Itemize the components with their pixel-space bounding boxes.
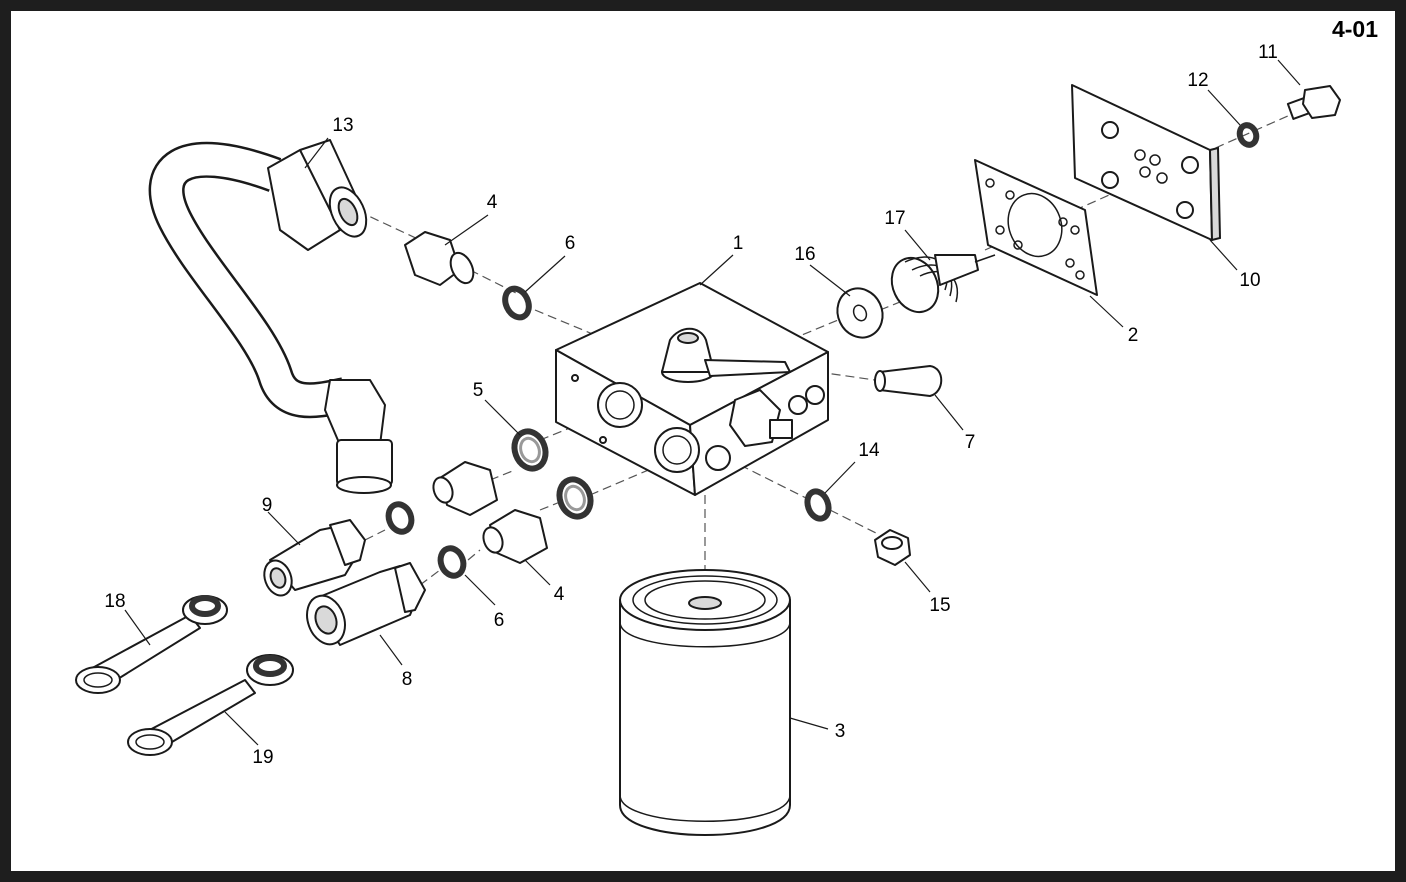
callout-5: 5 (473, 380, 484, 401)
callout-6-upper: 6 (565, 233, 576, 254)
part-12-lock-washer (1236, 122, 1260, 148)
callout-13: 13 (332, 115, 353, 136)
part-5-o-ring (511, 428, 549, 472)
callout-12: 12 (1187, 70, 1208, 91)
part-17-spring (890, 254, 996, 314)
part-11-bolt (1286, 85, 1341, 120)
part-2-gasket-plate (974, 159, 1098, 296)
part-4-upper-adapter (404, 231, 475, 286)
part-4-middle-adapter (432, 461, 498, 516)
part-6-small-washer (385, 501, 415, 535)
callout-16: 16 (794, 244, 815, 265)
callout-leader-lines (124, 59, 1301, 746)
part-14-washer (804, 488, 832, 522)
callout-7: 7 (965, 432, 976, 453)
callout-6-lower: 6 (494, 610, 505, 631)
callout-14: 14 (858, 440, 880, 461)
part-4-lower-adapter (482, 509, 548, 564)
callout-4-upper: 4 (487, 192, 498, 213)
callout-4-lower: 4 (554, 584, 565, 605)
callout-17: 17 (884, 208, 905, 229)
part-6-upper-washer (502, 285, 532, 321)
part-7-cap (874, 365, 943, 397)
callout-18: 18 (104, 591, 125, 612)
callout-11: 11 (1258, 42, 1278, 63)
part-15-plug (874, 529, 911, 566)
part-16-washer (836, 287, 884, 339)
part-9-coupling (263, 519, 366, 597)
callout-19: 19 (252, 747, 273, 768)
callout-10: 10 (1239, 270, 1260, 291)
part-3-filter-canister (619, 569, 791, 836)
callout-3: 3 (835, 721, 846, 742)
part-19-dust-cap (127, 654, 294, 756)
callout-15: 15 (929, 595, 950, 616)
page-number: 4-01 (1332, 16, 1378, 42)
callout-2: 2 (1128, 325, 1139, 346)
part-5-lower-o-ring (556, 476, 594, 520)
callout-9: 9 (262, 495, 273, 516)
callout-1: 1 (733, 233, 744, 254)
callout-labels: 13 4 6 1 16 17 2 10 12 11 7 5 14 15 4 6 … (104, 42, 1277, 768)
part-1-valve-block (555, 282, 829, 496)
part-10-cover-plate (1071, 84, 1222, 242)
part-13-hose-assembly (148, 139, 393, 494)
part-6-lower-washer (437, 545, 467, 579)
part-18-dust-cap (75, 595, 228, 694)
callout-8: 8 (402, 669, 413, 690)
part-8-coupling (306, 562, 426, 646)
